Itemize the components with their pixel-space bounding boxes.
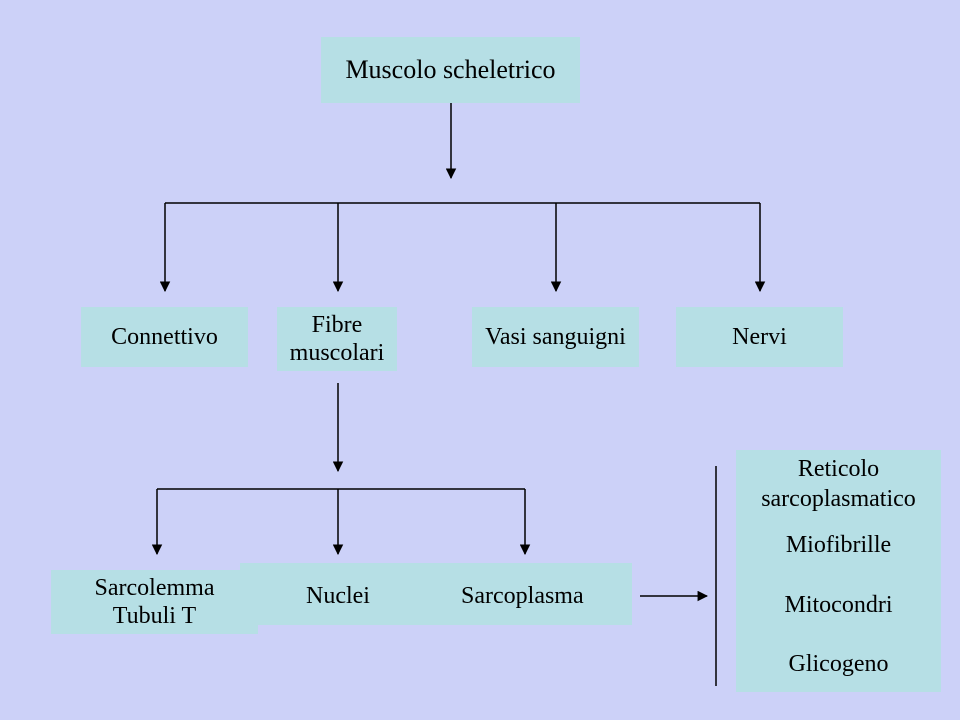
node-sarcoplasma-label: Sarcoplasma [461,583,584,609]
node-muscolo-scheletrico: Muscolo scheletrico [321,37,580,103]
node-label-line1: Sarcolemma [94,575,215,601]
node-fibre-muscolari: Fibre muscolari [277,307,397,371]
content-line-5: Glicogeno [788,651,889,677]
node-label: Vasi sanguigni [485,324,626,350]
content-line-1: Reticolo [797,456,880,482]
node-label: Muscolo scheletrico [345,55,556,84]
node-nervi: Nervi [676,307,843,367]
content-line-3: Miofibrille [785,532,892,558]
content-line-4: Mitocondri [784,592,893,618]
node-connettivo: Connettivo [81,307,248,367]
content-line-2: sarcoplasmatico [761,486,916,512]
node-nuclei-sarcoplasma: Nuclei Sarcoplasma [240,563,632,625]
node-label: Nervi [732,324,787,350]
sarcoplasma-contents: Reticolo sarcoplasmatico Miofibrille Mit… [736,450,941,692]
node-label-line1: Fibre [311,312,363,338]
node-label-line2: Tubuli T [112,603,197,629]
node-vasi-sanguigni: Vasi sanguigni [472,307,639,367]
node-nuclei-label: Nuclei [306,583,370,609]
node-label: Connettivo [111,324,218,350]
node-label-line2: muscolari [289,340,385,366]
node-sarcolemma: Sarcolemma Tubuli T [51,570,258,634]
